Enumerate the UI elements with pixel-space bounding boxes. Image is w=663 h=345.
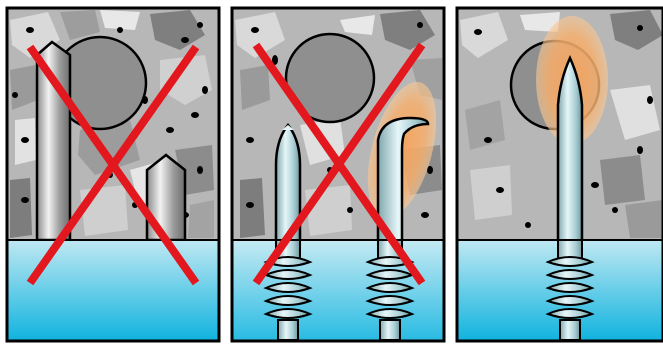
panel-3 [457,8,663,341]
panel-1 [7,8,219,341]
water-layer [7,240,219,341]
water-layer [232,240,444,341]
pointed-screw-anchor-centered [558,58,582,250]
panel-2 [232,8,449,341]
tall-chisel-bit [37,42,70,240]
